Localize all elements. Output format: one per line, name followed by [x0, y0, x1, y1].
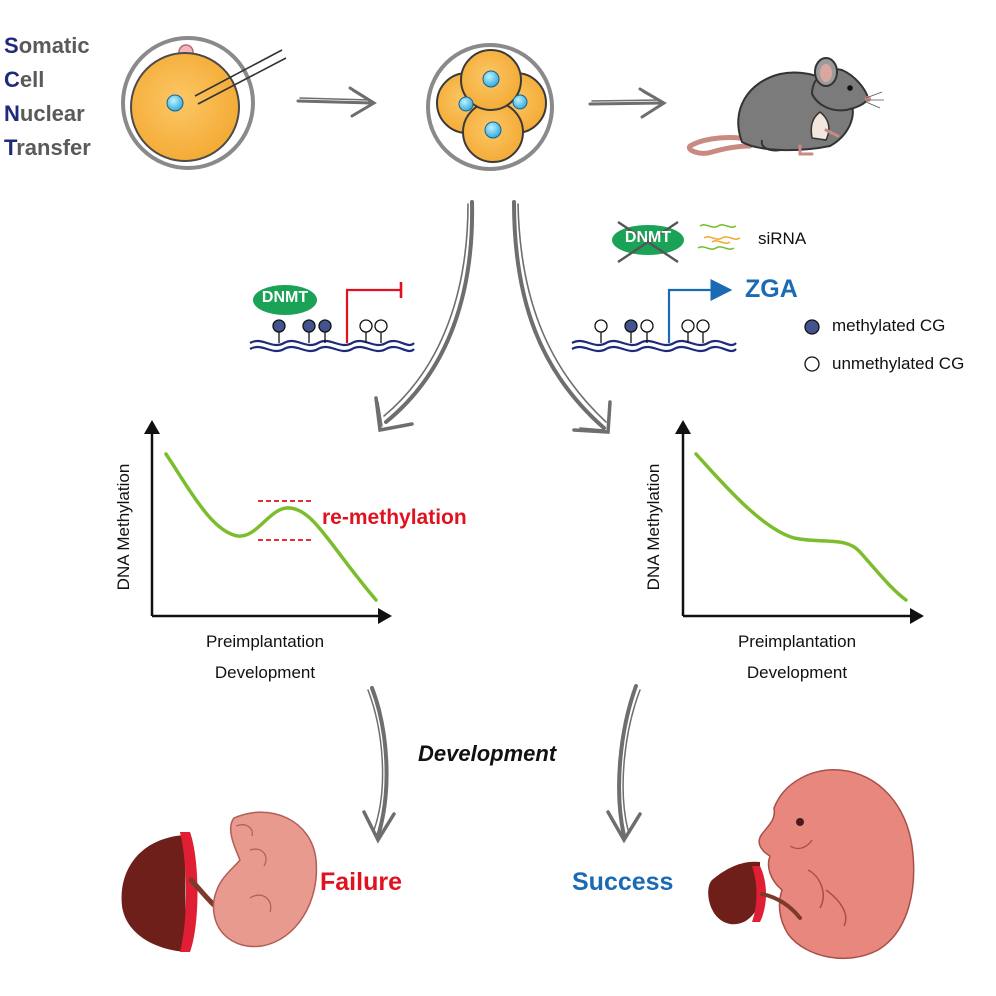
- dnmt-repression-illustration: [249, 282, 415, 353]
- failure-label: Failure: [320, 868, 402, 896]
- oocyte-injection-icon: [121, 36, 287, 170]
- scnt-line-transfer: Transfer: [4, 135, 91, 160]
- curved-arrow-down-right-icon: [512, 200, 612, 434]
- arrow-right-icon: [588, 87, 667, 119]
- arrow-right-icon: [296, 86, 377, 118]
- successful-pup-icon: [708, 769, 915, 960]
- dnmt-label-right: DNMT: [624, 229, 672, 246]
- failed-embryo-icon: [121, 811, 318, 952]
- success-label: Success: [572, 868, 674, 896]
- right-methylation-chart: [675, 420, 924, 624]
- scnt-line-somatic: Somatic: [4, 33, 90, 58]
- left-chart-xlabel-line2: Development: [214, 663, 316, 682]
- left-chart-xlabel-line1: Preimplantation: [205, 632, 325, 651]
- sirna-label: siRNA: [758, 229, 807, 248]
- right-chart-xlabel-line1: Preimplantation: [737, 632, 857, 651]
- arrow-down-icon: [606, 684, 642, 844]
- left-chart-ylabel: DNA Methylation: [114, 463, 133, 591]
- remethylation-label: re-methylation: [322, 506, 467, 529]
- right-chart-xlabel-line2: Development: [746, 663, 848, 682]
- legend-unmethylated-cg: unmethylated CG: [832, 354, 965, 373]
- scnt-line-cell: Cell: [4, 67, 45, 92]
- four-cell-embryo-icon: [426, 43, 554, 171]
- scnt-line-nuclear: Nuclear: [4, 101, 85, 126]
- right-chart-ylabel: DNA Methylation: [644, 463, 663, 591]
- methylated-cg-legend-icon: [804, 319, 820, 335]
- zga-label: ZGA: [745, 275, 798, 303]
- left-methylation-chart: [144, 420, 392, 624]
- dnmt-label-left: DNMT: [261, 289, 309, 306]
- unmethylated-cg-legend-icon: [804, 356, 820, 372]
- curved-arrow-down-left-icon: [374, 200, 475, 433]
- mouse-icon: [686, 57, 884, 156]
- arrow-down-icon: [362, 686, 396, 844]
- legend-methylated-cg: methylated CG: [832, 316, 946, 335]
- development-label: Development: [418, 741, 557, 766]
- dnmt-knockdown-illustration: [571, 221, 741, 353]
